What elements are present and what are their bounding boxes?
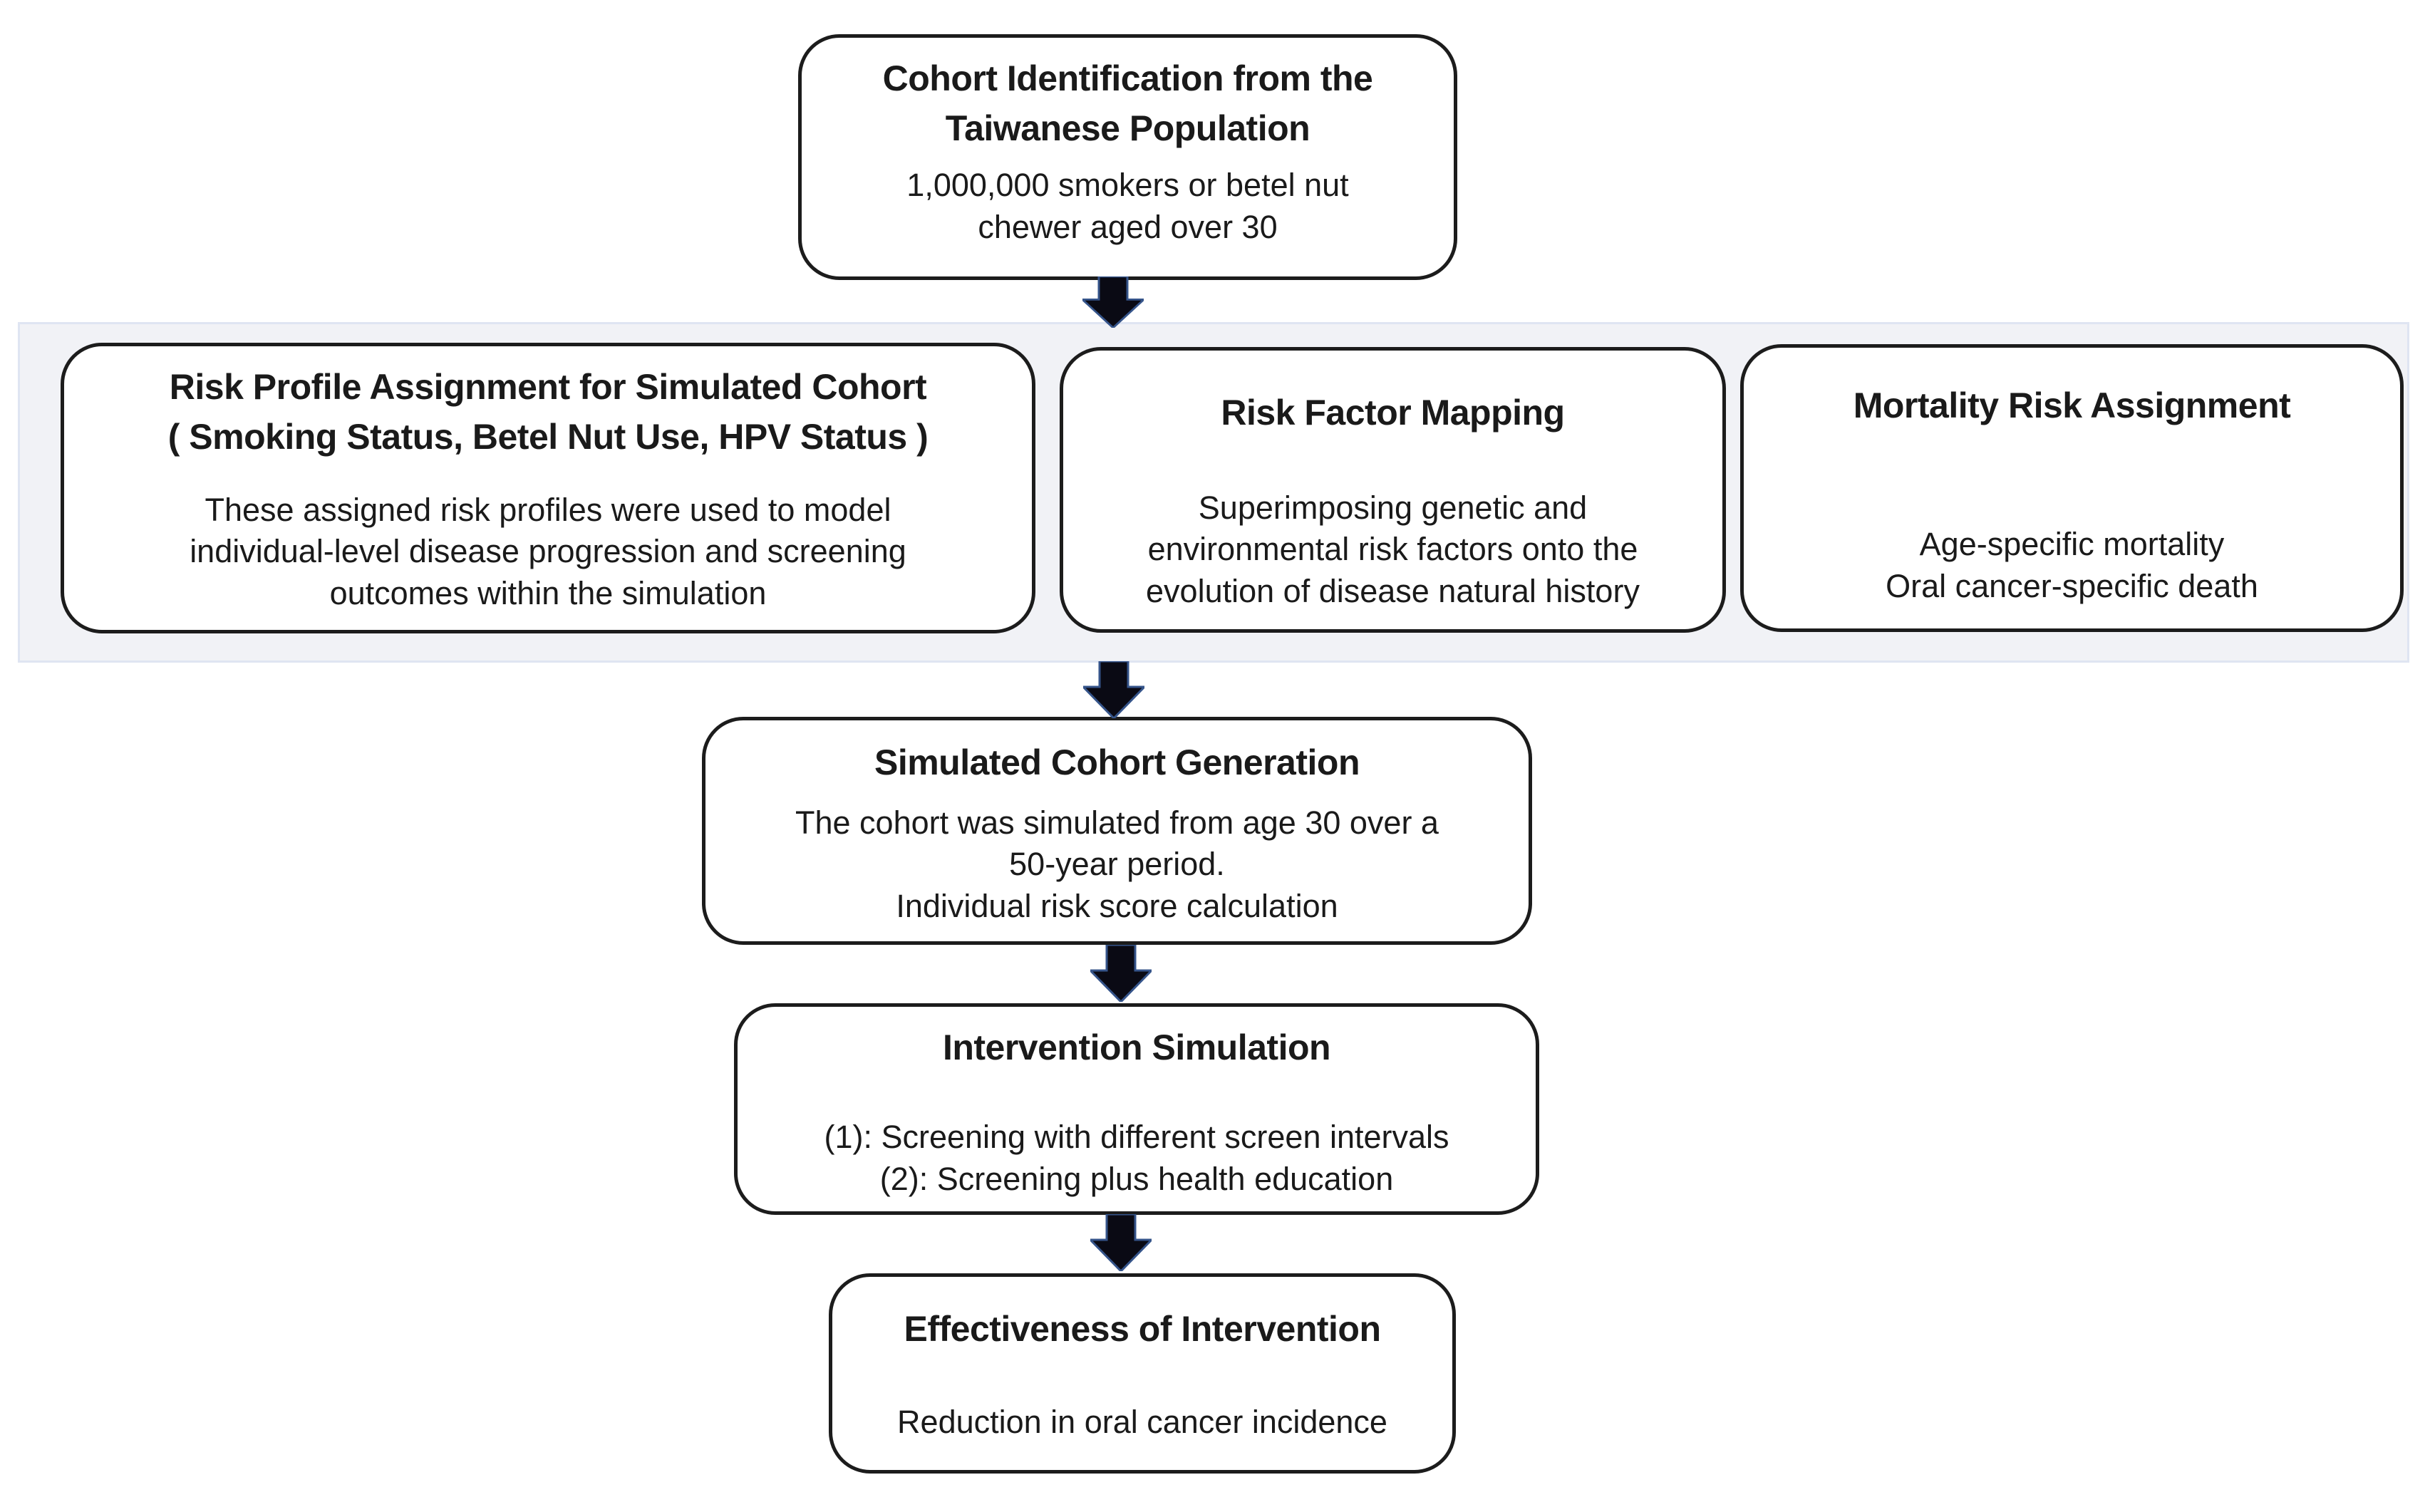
simulated-cohort-generation-box: Simulated Cohort Generation The cohort w…: [702, 717, 1532, 945]
intervention-simulation-box: Intervention Simulation (1): Screening w…: [734, 1003, 1539, 1215]
down-arrow-icon: [1090, 945, 1152, 1002]
risk-profile-assignment-body: These assigned risk profiles were used t…: [190, 491, 906, 611]
mortality-risk-assignment-body: Age-specific mortality Oral cancer-speci…: [1886, 526, 2258, 604]
mortality-risk-assignment-box: Mortality Risk Assignment Age-specific m…: [1740, 344, 2404, 632]
risk-profile-assignment-box: Risk Profile Assignment for Simulated Co…: [61, 343, 1035, 633]
simulated-cohort-generation-title: Simulated Cohort Generation: [874, 742, 1360, 782]
mortality-risk-assignment-title: Mortality Risk Assignment: [1853, 385, 2291, 425]
risk-profile-assignment-title: Risk Profile Assignment for Simulated Co…: [167, 367, 929, 457]
risk-factor-mapping-title: Risk Factor Mapping: [1221, 393, 1565, 433]
down-arrow-icon: [1082, 276, 1144, 328]
risk-factor-mapping-body: Superimposing genetic and environmental …: [1146, 489, 1640, 609]
intervention-simulation-body: (1): Screening with different screen int…: [824, 1119, 1449, 1197]
risk-factor-mapping-box: Risk Factor Mapping Superimposing geneti…: [1060, 347, 1726, 633]
intervention-simulation-title: Intervention Simulation: [942, 1027, 1331, 1067]
down-arrow-icon: [1090, 1214, 1152, 1271]
cohort-identification-body: 1,000,000 smokers or betel nut chewer ag…: [906, 167, 1349, 245]
down-arrow-icon: [1083, 661, 1144, 718]
effectiveness-of-intervention-title: Effectiveness of Intervention: [904, 1309, 1382, 1349]
simulated-cohort-generation-body: The cohort was simulated from age 30 ove…: [795, 804, 1439, 924]
cohort-identification-box: Cohort Identification from the Taiwanese…: [798, 34, 1457, 280]
effectiveness-of-intervention-box: Effectiveness of Intervention Reduction …: [829, 1273, 1456, 1474]
cohort-identification-title: Cohort Identification from the Taiwanese…: [882, 58, 1373, 148]
effectiveness-of-intervention-body: Reduction in oral cancer incidence: [897, 1403, 1387, 1440]
